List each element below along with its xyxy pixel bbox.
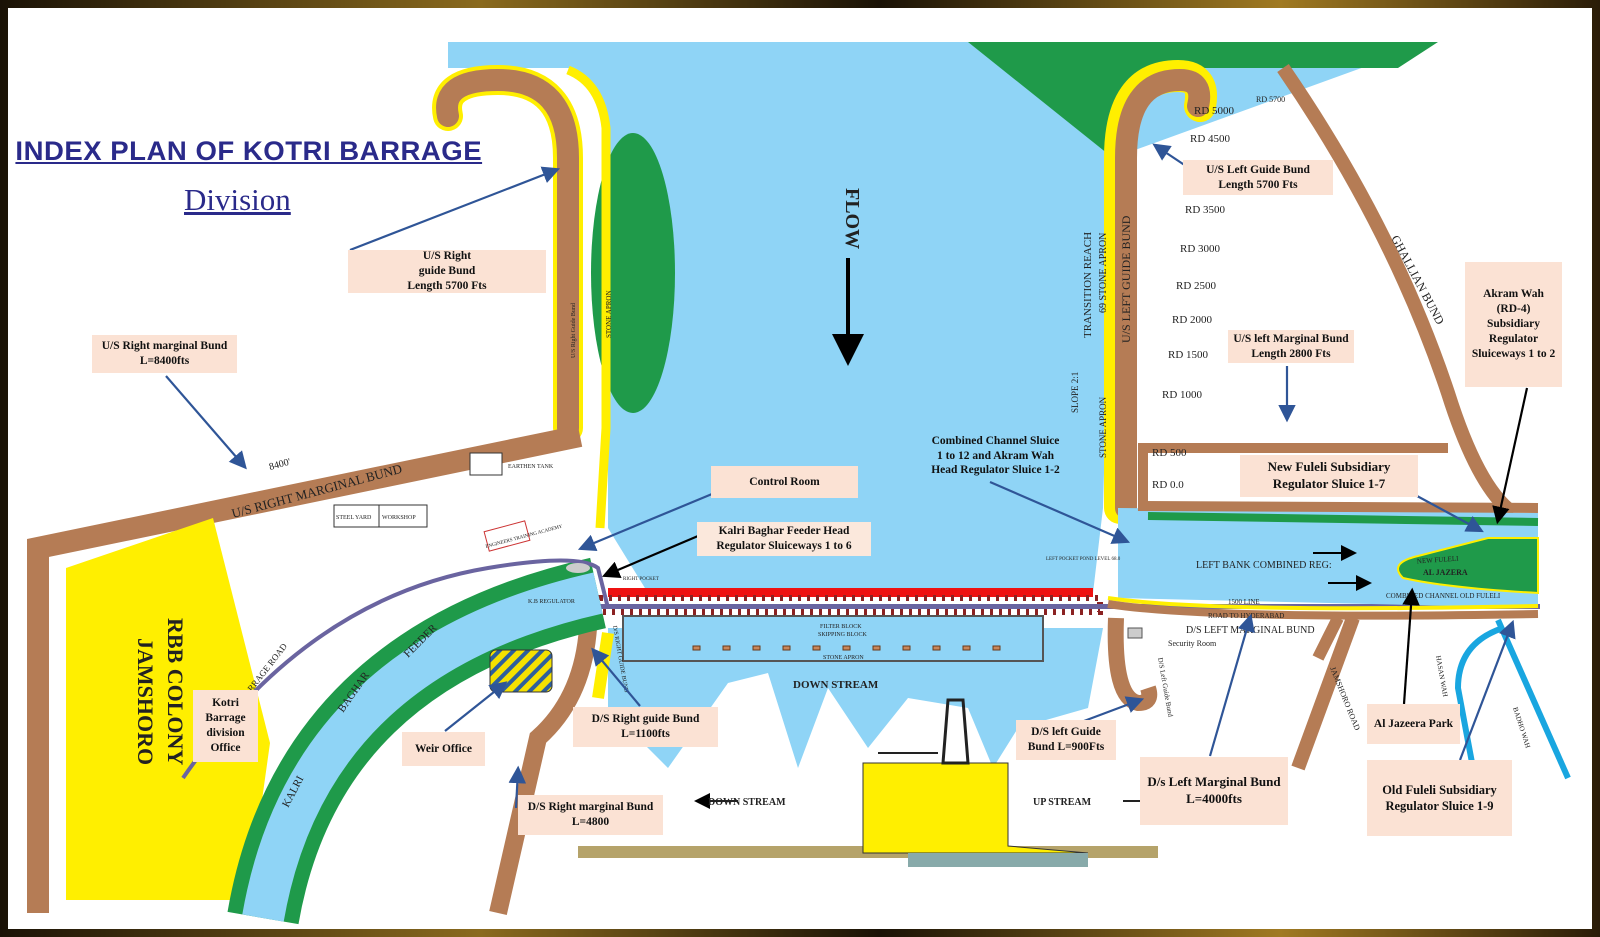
stone-apron-right (566, 65, 611, 529)
section-up-stream-label: UP STREAM (1033, 797, 1092, 808)
rd-mark: RD 3000 (1180, 243, 1221, 255)
barrage-cross-section (578, 698, 1162, 867)
callout-old-fuleli-regulator: Old Fuleli Subsidiary Regulator Sluice 1… (1367, 760, 1512, 836)
river-downstream (608, 628, 1103, 768)
transition-reach-label: TRANSITION REACH (1082, 232, 1094, 338)
callout-combined-channel-sluice: Combined Channel Sluice 1 to 12 and Akra… (931, 434, 1060, 477)
rd-mark: RD 1000 (1162, 389, 1203, 401)
callout-us-left-marginal-bund: U/S left Marginal Bund Length 2800 Fts (1228, 330, 1354, 363)
flow-label: FLOW (841, 188, 863, 249)
callout-new-fuleli-regulator: New Fuleli Subsidiary Regulator Sluice 1… (1240, 455, 1418, 497)
rd-mark: RD 500 (1152, 447, 1187, 459)
right-pocket-label: RIGHT POCKET (623, 577, 659, 582)
callout-us-left-guide-bund: U/S Left Guide Bund Length 5700 Fts (1183, 160, 1333, 195)
badho-wah-label: BADHO WAH (1511, 706, 1532, 749)
workshop (378, 504, 428, 528)
new-fuleli-label: NEW FULELI (1417, 555, 1460, 566)
callout-kalri-baghar-regulator: Kalri Baghar Feeder Head Regulator Sluic… (697, 522, 871, 556)
combined-old-fuleli-label: COMBINED CHANNEL OLD FULELI (1386, 592, 1501, 600)
al-jazera-label: AL JAZERA (1423, 568, 1468, 577)
kb-regulator-label: K.B REGULATOR (528, 599, 575, 605)
page-subtitle: Division (184, 182, 291, 217)
rd-mark: RD 5000 (1194, 105, 1235, 117)
ds-right-marginal-bund (489, 627, 597, 916)
map-canvas: FLOW DOWN STREAM DOWN STREAM UP STREAM R… (8, 8, 1592, 929)
callout-ds-left-guide-bund: D/S left Guide Bund L=900Fts (1016, 720, 1116, 760)
earthen-tank-label: EARTHEN TANK (508, 464, 554, 470)
ds-left-guide-bund-label: D/S Left Guide Bund (1156, 657, 1174, 718)
security-room (1127, 627, 1143, 639)
kb-regulator-oval (566, 563, 590, 573)
jamshoro-label: JAMSHORO (133, 638, 158, 765)
callout-us-right-marginal-bund: U/S Right marginal Bund L=8400fts (92, 335, 237, 373)
callout-arrows (165, 143, 1529, 809)
callout-ds-left-marginal-bund: D/s Left Marginal Bund L=4000fts (1140, 757, 1288, 825)
hasan-wah-canal (1454, 625, 1504, 769)
training-academy (483, 520, 531, 552)
rd-mark: RD 0.0 (1152, 479, 1184, 491)
rbb-colony (66, 518, 270, 900)
skipping-block-label: SKIPPING BLOCK (818, 632, 868, 638)
stone-apron-left-label: STONE APRON (1098, 396, 1108, 458)
skipping-blocks (692, 645, 1001, 651)
callout-weir-office: Weir Office (402, 732, 485, 766)
rd-marks: RD 5700 RD 5000 RD 4500 RD 3500 RD 3000 … (1152, 95, 1285, 491)
line-1500-label: 1500 LINE (1228, 598, 1260, 606)
al-jazera-island (1397, 537, 1539, 595)
section-down-stream-label: DOWN STREAM (708, 797, 786, 808)
rd-mark: RD 5700 (1256, 95, 1285, 104)
stone-apron-69-label: 69 STONE APRON (1098, 233, 1109, 313)
earthen-tank (469, 452, 503, 476)
rbb-colony-label: RBB COLONY (163, 618, 188, 765)
security-room-label: Security Room (1168, 639, 1217, 648)
badho-wah-canal (1495, 618, 1571, 780)
workshop-label: WORKSHOP (382, 515, 416, 521)
green-area-top-right (968, 42, 1438, 158)
callout-akram-wah-regulator: Akram Wah (RD-4) Subsidiary Regulator Sl… (1465, 262, 1562, 387)
ghallian-bund (1277, 64, 1518, 519)
jamshoro-road-label: JAMSHORO ROAD (1328, 665, 1362, 731)
filter-block (622, 615, 1044, 662)
weir-office-building (489, 649, 553, 693)
stone-apron-ds-label: STONE APRON (823, 655, 864, 661)
callout-control-room: Control Room (711, 466, 858, 498)
slope-label: SLOPE 2:1 (1070, 372, 1080, 413)
green-area-left (591, 133, 675, 413)
left-pocket-label: LEFT POCKET POND LEVEL 68.0 (1046, 557, 1121, 562)
us-right-guide-bund-label: U/S Right Guide Bund (571, 303, 577, 358)
us-left-guide-bund-label: U/S LEFT GUIDE BUND (1119, 215, 1133, 343)
rd-mark: RD 4500 (1190, 133, 1231, 145)
ds-left-marginal-bund-label: D/S LEFT MARGINAL BUND (1186, 625, 1315, 636)
callout-division-office: Kotri Barrage division Office (193, 690, 258, 762)
page-title: INDEX PLAN OF KOTRI BARRAGE (15, 136, 483, 166)
stone-apron-right-label: STONE APRON (605, 290, 613, 338)
rd-mark: RD 2500 (1176, 280, 1217, 292)
callout-ds-right-marginal-bund: D/S Right marginal Bund L=4800 (518, 795, 663, 835)
us-left-marginal-bund (1138, 443, 1448, 508)
left-bank-reg-label: LEFT BANK COMBINED REG: (1196, 560, 1332, 571)
jamshoro-road (1291, 615, 1360, 771)
steel-yard-label: STEEL YARD (336, 515, 372, 521)
barrage-plan: FLOW DOWN STREAM DOWN STREAM UP STREAM R… (27, 42, 1571, 925)
hasan-wah-label: HASAN WAH (1434, 655, 1449, 697)
filter-block-label: FILTER BLOCK (820, 624, 862, 630)
barrage-road-deck (600, 604, 1540, 609)
length-8400-label: 8400' (268, 457, 292, 473)
us-right-marginal-bund (27, 425, 583, 913)
river-upstream (448, 42, 1433, 593)
barrage-gate-bar (608, 588, 1093, 597)
callout-ds-right-guide-bund: D/S Right guide Bund L=1100fts (573, 707, 718, 747)
road-hyderabad-label: ROAD TO HYDERABAD (1208, 612, 1284, 620)
callout-al-jazeera-park: Al Jazeera Park (1367, 704, 1460, 744)
callout-us-right-guide-bund: U/S Right guide Bund Length 5700 Fts (348, 250, 546, 293)
rd-mark: RD 2000 (1172, 314, 1213, 326)
rd-mark: RD 1500 (1168, 349, 1209, 361)
rd-mark: RD 3500 (1185, 204, 1226, 216)
down-stream-label: DOWN STREAM (793, 679, 879, 691)
